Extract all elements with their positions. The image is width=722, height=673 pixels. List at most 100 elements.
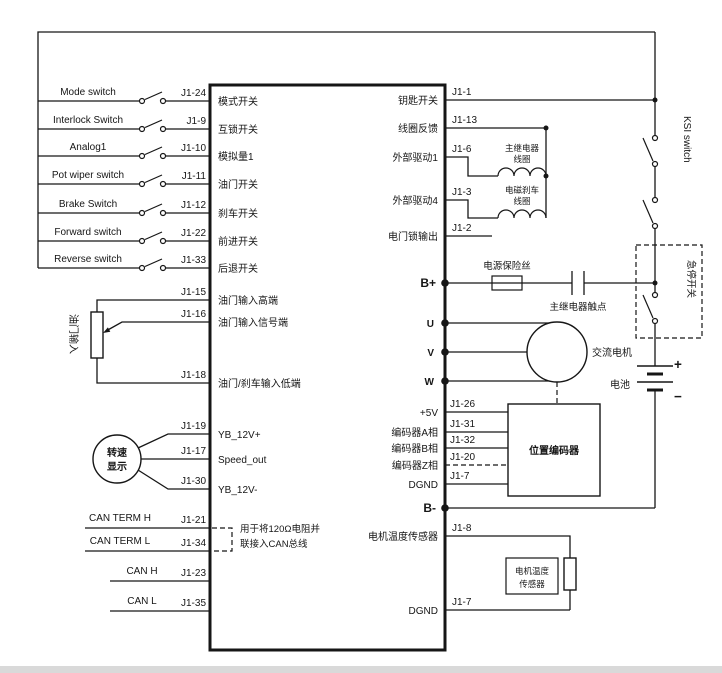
left-row-2-pin: J1-10 — [181, 143, 206, 154]
temp-sensor-pin: J1-8 — [452, 523, 472, 534]
can-note-line2: 联接入CAN总线 — [240, 538, 308, 550]
left-row-2-label: Analog1 — [70, 142, 107, 153]
main-relay-coil-label-line2: 线圈 — [513, 154, 530, 164]
left-row-6-label: Reverse switch — [54, 254, 122, 265]
left-row-4-label: Brake Switch — [59, 199, 117, 210]
coil-feedback-signal: 线圈反馈 — [398, 122, 438, 135]
reverse-switch-symbol — [138, 258, 167, 272]
coil-feedback-pin: J1-13 — [452, 115, 477, 126]
main-relay-contact-label: 主继电器触点 — [549, 301, 607, 313]
driver4-pin: J1-3 — [452, 187, 472, 198]
speed-display-line1: 转速 — [107, 446, 127, 459]
brake-switch-symbol — [138, 203, 167, 217]
dgnd2-pin: J1-7 — [452, 597, 472, 608]
battery-label: 电池 — [610, 378, 630, 391]
speed-display-symbol — [92, 434, 142, 484]
throttle-row-0-signal: 油门输入高端 — [218, 294, 278, 307]
phase-w-label: W — [425, 377, 435, 388]
can-row-0-pin: J1-21 — [181, 515, 206, 526]
b-minus-label: B- — [423, 501, 436, 515]
throttle-row-1-signal: 油门输入信号端 — [218, 316, 288, 329]
key-switch-pin: J1-1 — [452, 87, 472, 98]
key-switch-signal: 钥匙开关 — [398, 94, 438, 107]
ac-motor-symbol — [526, 321, 588, 383]
encoder-row-4-pin: J1-7 — [450, 471, 470, 482]
brake-coil-symbol — [497, 209, 547, 219]
speed-row-1-signal: Speed_out — [218, 455, 267, 466]
speed-row-1-pin: J1-17 — [181, 446, 206, 457]
throttle-row-2-signal: 油门/刹车输入低端 — [218, 377, 301, 390]
temp-sensor-signal: 电机温度传感器 — [368, 530, 438, 543]
temp-sensor-box-line1: 电机温度 — [515, 566, 550, 576]
throttle-row-0-pin: J1-15 — [181, 287, 206, 298]
can-row-0-label: CAN TERM H — [89, 513, 151, 524]
emergency-stop-box — [635, 244, 703, 339]
emergency-stop-label: 急停开关 — [685, 260, 697, 299]
left-row-1-label: Interlock Switch — [53, 115, 123, 126]
controller-box — [208, 83, 447, 652]
encoder-row-1-pin: J1-31 — [450, 419, 475, 430]
left-row-6-signal: 后退开关 — [218, 262, 258, 275]
ksi-switch-symbol — [642, 134, 659, 168]
left-row-1-pin: J1-9 — [187, 116, 207, 127]
left-row-5-signal: 前进开关 — [218, 235, 258, 248]
left-row-0-pin: J1-24 — [181, 88, 206, 99]
mode-switch-symbol — [138, 91, 167, 105]
can-row-2-label: CAN H — [126, 566, 157, 577]
power-fuse-symbol — [491, 275, 523, 291]
main-relay-contact-symbol — [571, 271, 585, 295]
encoder-row-3-pin: J1-20 — [450, 452, 475, 463]
analog1-switch-symbol — [138, 146, 167, 160]
battery-minus-sign: − — [674, 389, 682, 404]
main-relay-coil-symbol — [497, 167, 547, 177]
pot-wiper-switch-symbol — [138, 174, 167, 188]
battery-symbol — [637, 365, 673, 392]
left-row-0-signal: 模式开关 — [218, 95, 258, 108]
left-row-5-pin: J1-22 — [181, 228, 206, 239]
encoder-row-3-signal: 编码器Z相 — [392, 459, 438, 472]
brake-coil-label-line1: 电磁刹车 — [505, 185, 539, 195]
left-row-3-pin: J1-11 — [182, 171, 207, 182]
can-row-1-pin: J1-34 — [181, 538, 206, 549]
speed-row-0-pin: J1-19 — [181, 421, 206, 432]
emergency-stop-switch-symbol — [642, 291, 659, 325]
left-row-0-label: Mode switch — [60, 87, 116, 98]
encoder-row-2-signal: 编码器B相 — [391, 442, 438, 455]
lock-output-signal: 电门锁输出 — [388, 230, 438, 243]
left-row-4-pin: J1-12 — [181, 200, 206, 211]
encoder-row-0-pin: J1-26 — [450, 399, 475, 410]
interlock-switch-symbol — [138, 119, 167, 133]
speed-display-line2: 显示 — [107, 461, 127, 473]
forward-switch-symbol — [138, 231, 167, 245]
dgnd2-signal: DGND — [409, 606, 438, 617]
junction-dots — [441, 97, 658, 512]
motor-temp-sensor-symbol — [505, 557, 577, 595]
encoder-row-2-pin: J1-32 — [450, 435, 475, 446]
b-plus-label: B+ — [420, 276, 436, 290]
brake-coil-label-line2: 线圈 — [513, 196, 530, 206]
window-bottom-edge — [0, 666, 722, 673]
position-encoder-box — [507, 403, 601, 497]
encoder-row-0-signal: +5V — [420, 408, 438, 419]
ac-motor-label: 交流电机 — [592, 346, 632, 359]
driver1-signal: 外部驱动1 — [392, 151, 438, 164]
encoder-row-4-signal: DGND — [409, 480, 438, 491]
wire-network — [37, 31, 656, 612]
can-row-3-label: CAN L — [127, 596, 157, 607]
position-encoder-label: 位置编码器 — [529, 444, 580, 457]
can-row-1-label: CAN TERM L — [90, 536, 151, 547]
can-row-3-pin: J1-35 — [181, 598, 206, 609]
left-row-1-signal: 互锁开关 — [218, 123, 258, 136]
speed-row-0-signal: YB_12V+ — [218, 430, 261, 441]
phase-u-label: U — [427, 319, 434, 330]
ksi-switch-label: KSI switch — [681, 116, 692, 163]
lock-output-pin: J1-2 — [452, 223, 472, 234]
left-row-5-label: Forward switch — [54, 227, 121, 238]
driver1-pin: J1-6 — [452, 144, 472, 155]
throttle-input-rotated-label: 油门输入 — [67, 314, 80, 354]
left-switch-symbols — [138, 91, 167, 272]
speed-row-2-signal: YB_12V- — [218, 485, 257, 496]
left-row-2-signal: 模拟量1 — [218, 150, 254, 163]
throttle-potentiometer-symbol — [90, 311, 111, 359]
